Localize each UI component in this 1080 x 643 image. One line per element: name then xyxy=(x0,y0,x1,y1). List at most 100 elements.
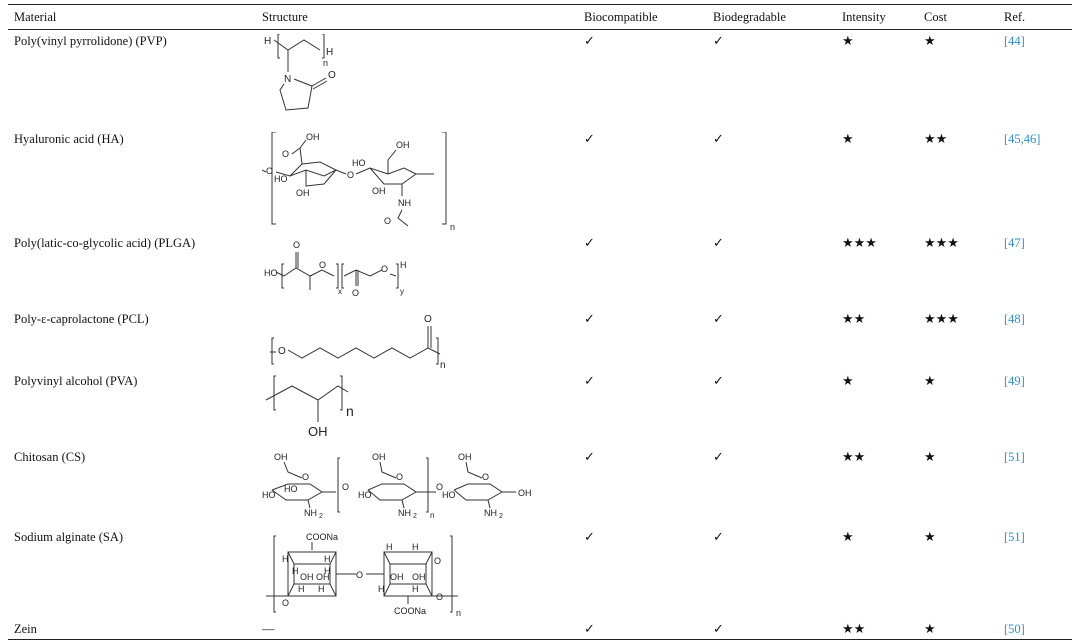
cost-stars: ★ xyxy=(918,617,998,640)
structure-cs: OH O HO HO NH 2 O OH O HO xyxy=(256,446,578,526)
material-name: Zein xyxy=(8,617,256,640)
biocompatible-check: ✓ xyxy=(584,449,595,465)
ha-ho2: HO xyxy=(352,158,366,168)
pva-n-subscript: n xyxy=(346,403,354,419)
biodegradable-check: ✓ xyxy=(713,311,724,327)
pcl-structure-drawing: O O n xyxy=(270,314,446,368)
cs-o3: O xyxy=(396,472,403,482)
table-row: Sodium alginate (SA) n COONa H H H H OH … xyxy=(8,526,1072,618)
cs-ho3: HO xyxy=(358,490,372,500)
ha-ho1: HO xyxy=(274,174,288,184)
pvp-h-right: H xyxy=(326,47,333,58)
cost-stars: ★ xyxy=(924,34,936,49)
biodegradable-check: ✓ xyxy=(713,529,724,545)
cs-o5: O xyxy=(436,482,443,492)
reference-link[interactable]: [48] xyxy=(1004,311,1025,326)
sa-n-subscript: n xyxy=(456,608,461,618)
biocompatible-check: ✓ xyxy=(584,529,595,545)
material-name: Sodium alginate (SA) xyxy=(14,529,124,544)
pcl-o-right: O xyxy=(424,314,432,325)
cs-nh2-c: NH xyxy=(484,508,497,518)
sa-h3: H xyxy=(324,554,331,564)
structure-plga: HO O O x O O y xyxy=(256,232,578,308)
sa-h8: H xyxy=(412,542,419,552)
reference-link[interactable]: [51] xyxy=(1004,449,1025,464)
cs-nh2-c-sub: 2 xyxy=(499,513,503,520)
cs-nh2-a: NH xyxy=(304,508,317,518)
material-name: Hyaluronic acid (HA) xyxy=(14,131,124,146)
sa-coona-1: COONa xyxy=(306,532,338,542)
pcl-n-subscript: n xyxy=(440,360,446,368)
cs-ho4: HO xyxy=(442,490,456,500)
reference-link[interactable]: [47] xyxy=(1004,235,1025,250)
pvp-n-atom: N xyxy=(284,74,291,85)
cs-ho1: HO xyxy=(262,490,276,500)
material-name: Poly(latic-co-glycolic acid) (PLGA) xyxy=(14,235,196,250)
reference-link[interactable]: [51] xyxy=(1004,529,1025,544)
intensity-stars: ★ xyxy=(842,34,854,49)
cs-oh1: OH xyxy=(274,452,288,462)
intensity-stars: ★ xyxy=(842,373,854,389)
ha-oh1: OH xyxy=(306,132,320,142)
reference-link[interactable]: [45,46] xyxy=(1004,131,1041,146)
pcl-o-left: O xyxy=(278,346,286,357)
biodegradable-check: ✓ xyxy=(713,235,724,251)
header-structure: Structure xyxy=(256,4,578,30)
reference-link[interactable]: [44] xyxy=(1004,34,1025,48)
biodegradable-check: ✓ xyxy=(713,131,724,147)
sa-o2: O xyxy=(356,570,363,580)
materials-table: Material Structure Biocompatible Biodegr… xyxy=(8,4,1072,640)
sa-structure-drawing: n COONa H H H H OH OH H H O O xyxy=(266,532,461,618)
pvp-structure-drawing: H H n N O xyxy=(264,34,336,111)
ha-o-acyl: O xyxy=(384,216,391,226)
structure-sa: n COONa H H H H OH OH H H O O xyxy=(256,526,578,618)
sa-h6: H xyxy=(318,584,325,594)
cs-nh2-a-sub: 2 xyxy=(319,513,323,520)
material-name: Chitosan (CS) xyxy=(14,449,86,464)
sa-oh1: OH xyxy=(300,572,314,582)
cost-stars: ★★★ xyxy=(924,311,959,327)
plga-o1: O xyxy=(293,240,300,250)
pvp-o-atom: O xyxy=(328,70,336,81)
ha-oh2: OH xyxy=(296,188,310,198)
cs-oh3: OH xyxy=(458,452,472,462)
material-name: Polyvinyl alcohol (PVA) xyxy=(14,373,138,388)
pva-structure-drawing: n OH xyxy=(265,375,354,439)
sa-h5: H xyxy=(298,584,305,594)
biodegradable-check: ✓ xyxy=(713,34,724,49)
plga-h: H xyxy=(400,260,407,270)
cs-ho2: HO xyxy=(284,484,298,494)
plga-structure-drawing: HO O O x O O y xyxy=(264,240,407,298)
table-row: Poly(vinyl pyrrolidone) (PVP) H H n N O … xyxy=(8,30,1072,128)
reference-link[interactable]: [49] xyxy=(1004,373,1025,388)
reference-link[interactable]: [50] xyxy=(998,617,1072,640)
cost-stars: ★ xyxy=(924,449,936,465)
intensity-stars: ★ xyxy=(842,131,854,147)
ha-structure-drawing: n O OH O HO OH O OH HO xyxy=(262,131,455,232)
material-name: Poly(vinyl pyrrolidone) (PVP) xyxy=(14,34,167,48)
sa-coona-2: COONa xyxy=(394,606,426,616)
cs-o4: O xyxy=(482,472,489,482)
plga-ho: HO xyxy=(264,268,278,278)
table-row: Hyaluronic acid (HA) n O OH O HO OH xyxy=(8,128,1072,232)
table-row: Poly-ε-caprolactone (PCL) O O n ✓ ✓ ★★ ★… xyxy=(8,308,1072,370)
sa-h2: H xyxy=(292,566,299,576)
biocompatible-check: ✓ xyxy=(584,34,595,49)
sa-h10: H xyxy=(412,584,419,594)
biocompatible-check: ✓ xyxy=(584,131,595,147)
intensity-stars: ★★★ xyxy=(842,235,877,251)
ha-n-subscript: n xyxy=(450,222,455,232)
biodegradable-check: ✓ xyxy=(713,449,724,465)
ha-nh: NH xyxy=(398,198,411,208)
structure-pcl: O O n xyxy=(256,308,578,370)
sa-h4: H xyxy=(324,566,331,576)
cs-oh2: OH xyxy=(372,452,386,462)
plga-o3: O xyxy=(352,288,359,298)
cs-o1: O xyxy=(302,472,309,482)
structure-pvp: H H n N O xyxy=(256,30,578,128)
ha-oh4: OH xyxy=(372,186,386,196)
table-row: Zein — ✓ ✓ ★★ ★ [50] xyxy=(8,617,1072,640)
header-cost: Cost xyxy=(918,4,998,30)
intensity-stars: ★ xyxy=(842,529,854,545)
header-biodegradable: Biodegradable xyxy=(707,4,836,30)
